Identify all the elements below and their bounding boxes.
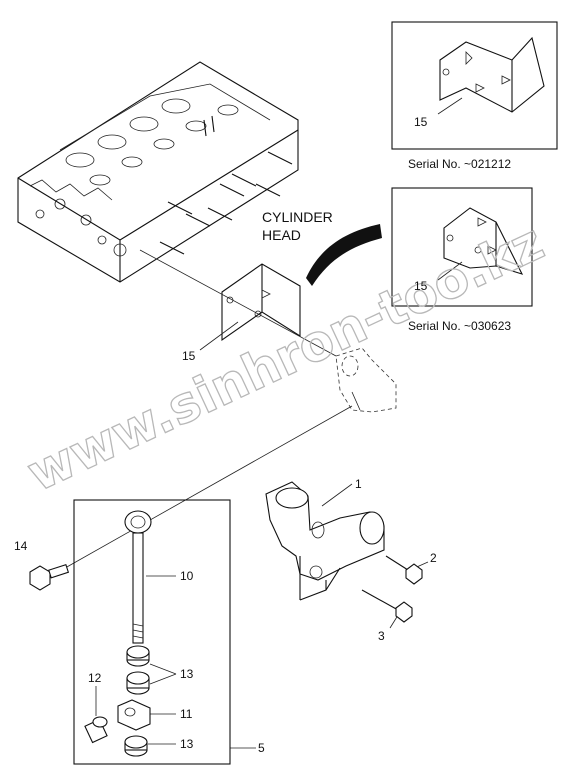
inset-bracket-bottom	[443, 207, 524, 275]
part-label-3: 3	[378, 629, 385, 643]
part-label-14: 14	[14, 539, 28, 553]
joint-11-drawing	[117, 699, 151, 731]
part-label-5: 5	[258, 741, 265, 755]
cylinder-head-label-line1: CYLINDER	[262, 209, 333, 225]
leader-lines	[57, 97, 463, 749]
serial-number-top: Serial No. ~021212	[408, 157, 511, 171]
bracket-15-drawing	[221, 263, 301, 342]
rod-assembly-box-5	[73, 499, 231, 765]
part-label-2: 2	[430, 551, 437, 565]
sleeve-12-drawing	[84, 716, 108, 744]
bracket-1-drawing	[265, 481, 385, 601]
nut-13-upper-drawing	[126, 645, 150, 667]
serial-number-bottom: Serial No. ~030623	[408, 319, 511, 333]
part-label-15: 15	[182, 349, 196, 363]
bolt-14-drawing	[29, 563, 70, 591]
part-label-13-lower: 13	[180, 737, 194, 751]
part-label-15-inset-bottom: 15	[414, 279, 428, 293]
part-label-12: 12	[88, 671, 102, 685]
part-label-13-upper: 13	[180, 667, 194, 681]
inset-pointer-arrow	[306, 224, 382, 286]
inset-box-bottom	[391, 187, 533, 307]
nut-13-lower-drawing	[124, 735, 148, 757]
part-label-15-inset-top: 15	[414, 115, 428, 129]
inset-bracket-top	[439, 36, 545, 113]
part-label-10: 10	[180, 569, 194, 583]
part-label-1: 1	[355, 477, 362, 491]
cylinder-head-label-line2: HEAD	[262, 227, 301, 243]
nut-13-middle-drawing	[126, 671, 150, 695]
cylinder-head-drawing	[17, 61, 299, 283]
rod-10-drawing	[124, 510, 152, 644]
inset-box-top	[391, 21, 558, 150]
bolt-3-drawing	[361, 589, 413, 623]
part-label-11: 11	[180, 707, 193, 721]
bolt-2-drawing	[385, 555, 423, 585]
dashed-mount-outline	[335, 347, 397, 413]
